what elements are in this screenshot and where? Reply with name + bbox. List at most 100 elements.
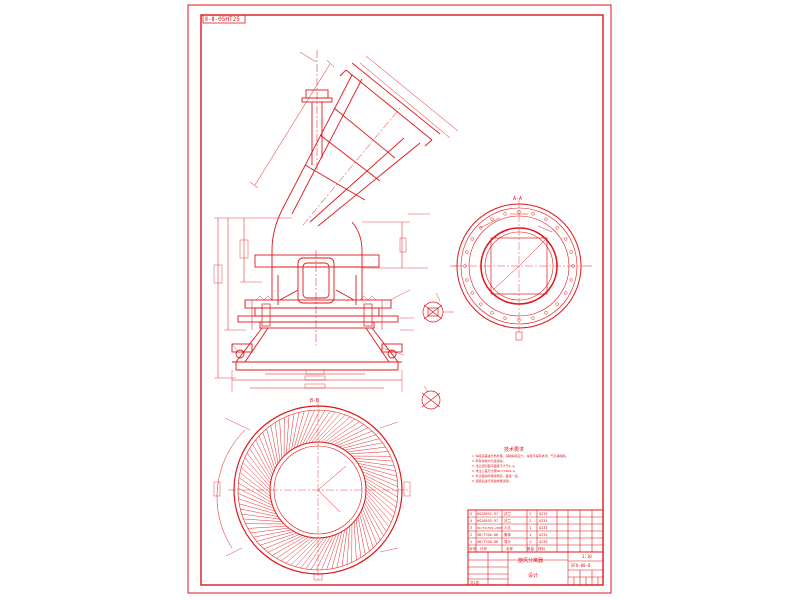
bom-cell: Q235 bbox=[539, 526, 548, 530]
bolt-hole bbox=[465, 278, 469, 282]
bolt-hole bbox=[479, 226, 483, 230]
vane-line bbox=[244, 457, 271, 488]
bolt-hole bbox=[555, 226, 559, 230]
bom-cell: 2 bbox=[470, 533, 473, 537]
vane-line bbox=[300, 537, 325, 569]
bom-row: 2 GB/T700-88 筒体 1 Q235 bbox=[468, 532, 603, 539]
detail-view-2 bbox=[421, 385, 441, 410]
bolt-hole bbox=[517, 210, 521, 214]
vane-line bbox=[320, 416, 351, 443]
vane-line bbox=[243, 518, 282, 522]
vane-line bbox=[241, 513, 280, 520]
bom-row: 3 HG/T21519-2005 人孔 1 Q235 bbox=[468, 525, 603, 532]
vane-line bbox=[258, 435, 274, 472]
vane-line bbox=[321, 534, 337, 571]
front-elevation bbox=[213, 50, 459, 392]
vane-line bbox=[239, 472, 271, 497]
bolt-hole bbox=[490, 217, 494, 221]
vane-line bbox=[295, 537, 322, 567]
bom-cell: 法兰 bbox=[504, 512, 511, 516]
outer-border bbox=[187, 4, 612, 594]
vane-line bbox=[331, 531, 343, 569]
vane-line bbox=[293, 411, 305, 449]
bolt-hole bbox=[463, 264, 467, 268]
bom-row: 1 GB/T700-88 弯头 1 Q235 bbox=[468, 539, 603, 546]
vane-line bbox=[339, 434, 376, 448]
bolt-hole bbox=[544, 217, 548, 221]
section-a-a bbox=[450, 200, 592, 341]
vane-line bbox=[274, 422, 281, 461]
vane-line bbox=[242, 462, 271, 491]
bolt-hole bbox=[544, 311, 548, 315]
vane-line bbox=[276, 536, 309, 559]
vane-line bbox=[364, 480, 398, 503]
bom-cell: 1 bbox=[529, 512, 532, 516]
bolt-hole bbox=[479, 302, 483, 306]
vane-line bbox=[330, 424, 365, 444]
bom-header-cell: 名称 bbox=[506, 547, 513, 551]
vane-line bbox=[364, 502, 384, 537]
vane-line bbox=[238, 477, 272, 500]
bom-cell: 1 bbox=[529, 533, 532, 537]
bom-cell: 法兰 bbox=[504, 519, 511, 523]
vane-line bbox=[324, 418, 356, 443]
vane-line bbox=[256, 531, 295, 542]
vane-line bbox=[365, 489, 394, 518]
bom-cell: Q235 bbox=[539, 533, 548, 537]
view-b-b bbox=[213, 400, 411, 581]
vane-line bbox=[266, 428, 277, 467]
vane-line bbox=[262, 432, 276, 469]
vane-line bbox=[314, 413, 341, 443]
bom-cell: 弯头 bbox=[504, 540, 511, 544]
vane-line bbox=[362, 508, 378, 545]
vane-line bbox=[357, 516, 366, 555]
bom-cell: 人孔 bbox=[504, 526, 511, 530]
vane-line bbox=[238, 482, 272, 503]
vane-line bbox=[364, 477, 398, 498]
code-label-box bbox=[202, 14, 246, 24]
bom-cell: Q235 bbox=[539, 519, 548, 523]
vane-line bbox=[360, 468, 398, 482]
bom-header: 序号 代号 名称 数量 材料 bbox=[468, 546, 603, 552]
bom-cell: 4 bbox=[470, 519, 473, 523]
vane-line bbox=[365, 492, 392, 523]
bom-cell: HG20592-97 bbox=[477, 512, 499, 516]
note-line: 3.法兰密封面平面度不大于0.2。 bbox=[472, 464, 518, 468]
vane-line bbox=[288, 413, 295, 452]
vane-line bbox=[302, 409, 321, 445]
vane-line bbox=[290, 537, 319, 566]
vane-line bbox=[360, 511, 374, 548]
bolt-hole bbox=[564, 237, 568, 241]
vane-line bbox=[336, 529, 345, 568]
bom-cell: 筒体 bbox=[504, 533, 511, 537]
vane-line bbox=[291, 412, 300, 451]
vane-line bbox=[285, 537, 316, 564]
bolt-hole bbox=[555, 302, 559, 306]
bolt-hole bbox=[569, 250, 573, 254]
vane-line bbox=[344, 442, 383, 451]
vane-line bbox=[336, 430, 373, 446]
view-label: B-B bbox=[310, 398, 320, 404]
bom-cell: 1 bbox=[470, 540, 473, 544]
bom-cell: Q235 bbox=[539, 512, 548, 516]
company-label: 设计 bbox=[528, 573, 539, 579]
note-line: 6.组装后进行煤油渗漏试验。 bbox=[472, 479, 512, 483]
vane-line bbox=[247, 525, 287, 529]
vane-line bbox=[363, 474, 399, 493]
vane-line bbox=[354, 458, 393, 462]
bom-cell: GB/T700-88 bbox=[477, 533, 499, 537]
vane-line bbox=[250, 527, 289, 534]
vane-line bbox=[341, 438, 380, 449]
vane-line bbox=[353, 521, 357, 561]
sheet-label: 共1张 bbox=[470, 581, 480, 585]
vane-line bbox=[315, 535, 334, 571]
vane-line bbox=[270, 425, 279, 464]
note-line: 1.焊接后需进行热处理，消除焊接应力，焊缝不得有夹渣、气孔等缺陷。 bbox=[472, 454, 569, 458]
bolt-hole bbox=[531, 212, 535, 216]
bolt-hole bbox=[571, 264, 575, 268]
vane-line bbox=[359, 465, 397, 477]
vane-line bbox=[308, 410, 331, 444]
vane-line bbox=[363, 505, 381, 541]
bom-cell: Q235 bbox=[539, 540, 548, 544]
